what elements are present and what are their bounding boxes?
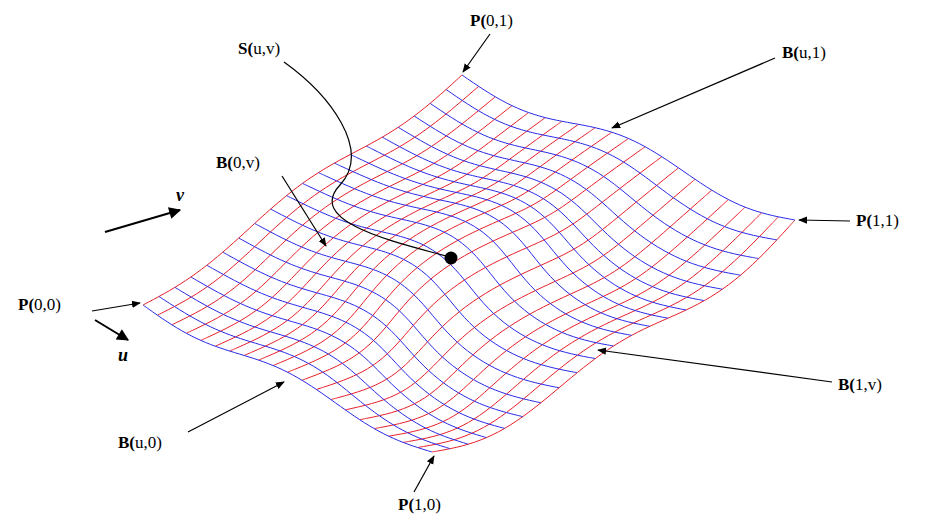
curve-label: B(u,1): [782, 44, 826, 63]
curve-label: P(1,0): [398, 496, 441, 515]
leader-line: [414, 456, 434, 492]
grid-line: [207, 265, 505, 428]
axis-label: u: [118, 346, 128, 366]
grid-line: [223, 252, 523, 416]
grid-line: [462, 75, 795, 220]
leader-line: [188, 382, 284, 432]
axis-arrow: [105, 210, 180, 232]
axis-arrow: [95, 320, 128, 340]
grid-line: [350, 154, 668, 318]
grid-line: [403, 213, 762, 443]
curve-label: P(0,1): [470, 12, 513, 31]
curve-label: S(u,v): [238, 40, 280, 59]
curve-label: B(0,v): [216, 154, 260, 173]
axis-label: v: [176, 186, 184, 206]
grid-line: [239, 238, 541, 403]
curve-label: P(0,0): [18, 296, 61, 315]
grid-line: [288, 139, 629, 373]
grid-line: [366, 146, 686, 310]
grid-line: [446, 89, 777, 239]
grid-line: [430, 103, 759, 258]
leader-lines: [92, 34, 850, 492]
grid-line: [345, 179, 695, 410]
grid-line: [316, 157, 661, 390]
coons-surface: [143, 75, 795, 452]
leader-line: [612, 58, 775, 128]
curve-label: B(u,0): [118, 434, 162, 453]
grid-line: [159, 296, 450, 448]
leader-line: [799, 220, 850, 221]
leader-line: [598, 350, 832, 382]
grid-line: [172, 97, 495, 325]
grid-line: [157, 86, 478, 315]
grid-line: [287, 196, 596, 359]
point-dot: [445, 252, 458, 265]
grid-line: [143, 305, 432, 452]
grid-line: [334, 163, 649, 326]
grid-line: [271, 209, 578, 373]
leader-line: [282, 176, 326, 246]
grid-line: [303, 183, 614, 346]
leader-line: [92, 303, 140, 311]
grid-line: [382, 137, 704, 300]
grid-line: [255, 223, 559, 387]
curve-label: P(1,1): [856, 212, 899, 231]
leader-curve: [284, 62, 446, 256]
grid-line: [360, 190, 712, 420]
grid-line: [331, 168, 679, 400]
grid-line: [414, 116, 740, 275]
leader-line: [463, 34, 490, 72]
grid-line: [398, 127, 722, 289]
grid-line: [201, 113, 529, 341]
curve-label: B(1,v): [838, 376, 882, 395]
